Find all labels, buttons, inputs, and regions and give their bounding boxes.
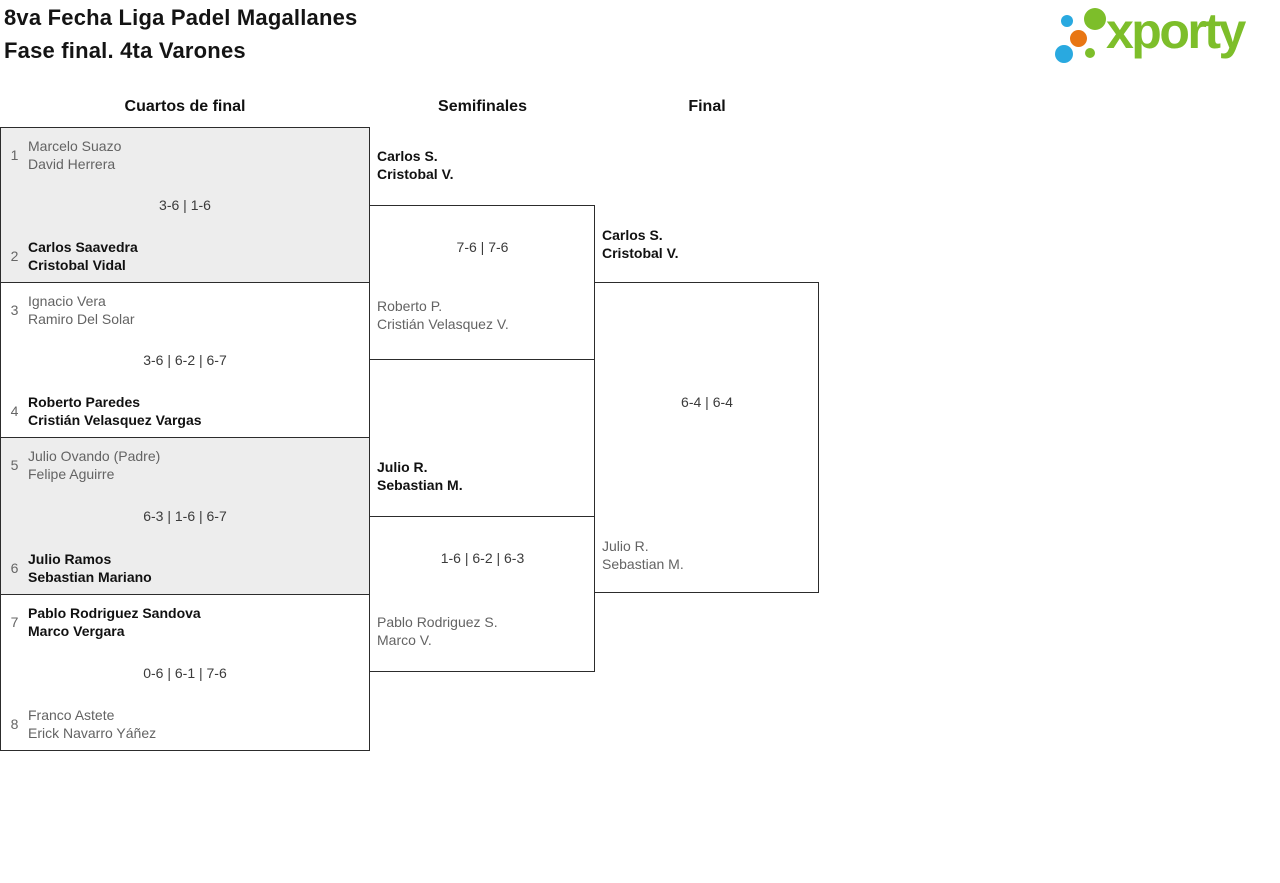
- match-slot: 4 Roberto Paredes Cristián Velasquez Var…: [1, 393, 369, 429]
- logo-dot-green-large-icon: [1084, 8, 1106, 30]
- player-name: Ramiro Del Solar: [28, 311, 135, 327]
- match-slot: 3 Ignacio Vera Ramiro Del Solar: [1, 292, 369, 328]
- semifinal-2-score: 1-6 | 6-2 | 6-3: [440, 550, 525, 566]
- player-name: Cristobal V.: [377, 166, 454, 182]
- team-names: Marcelo Suazo David Herrera: [28, 137, 121, 173]
- seed-number: 1: [10, 147, 19, 163]
- player-name: Ignacio Vera: [28, 293, 106, 309]
- player-name: Julio R.: [602, 538, 649, 554]
- logo-dot-blue-small-icon: [1061, 15, 1073, 27]
- match-slot: 1 Marcelo Suazo David Herrera: [1, 137, 369, 173]
- player-name: Marcelo Suazo: [28, 138, 122, 154]
- player-name: Franco Astete: [28, 707, 115, 723]
- player-name: Felipe Aguirre: [28, 466, 115, 482]
- logo-dot-green-small-icon: [1085, 48, 1095, 58]
- player-name: Carlos S.: [377, 148, 438, 164]
- round-header-quarterfinals: Cuartos de final: [124, 98, 246, 115]
- player-name: Cristián Velasquez V.: [377, 316, 509, 332]
- player-name: Cristobal V.: [602, 245, 679, 261]
- player-name: Marco V.: [377, 632, 432, 648]
- player-name: Julio Ovando (Padre): [28, 448, 161, 464]
- match-score: 0-6 | 6-1 | 7-6: [143, 664, 227, 681]
- player-name: Cristobal Vidal: [28, 257, 126, 273]
- seed-number: 3: [10, 302, 19, 318]
- semifinal-2-team-bottom: Pablo Rodriguez S. Marco V.: [377, 613, 498, 649]
- seed-number: 7: [10, 614, 19, 630]
- semifinal-match-1-box: [369, 205, 595, 360]
- xporty-logo[interactable]: xporty: [1050, 0, 1280, 70]
- team-names: Carlos Saavedra Cristobal Vidal: [28, 238, 138, 274]
- logo-dot-orange-icon: [1070, 30, 1087, 47]
- team-names: Franco Astete Erick Navarro Yáñez: [28, 706, 156, 742]
- quarterfinal-match-1: 1 Marcelo Suazo David Herrera 3-6 | 1-6 …: [0, 127, 370, 283]
- match-score: 6-3 | 1-6 | 6-7: [143, 508, 227, 524]
- match-slot: 6 Julio Ramos Sebastian Mariano: [1, 550, 369, 586]
- player-name: Sebastian Mariano: [28, 569, 152, 585]
- match-slot: 2 Carlos Saavedra Cristobal Vidal: [1, 238, 369, 274]
- page-subtitle: Fase final. 4ta Varones: [4, 38, 246, 63]
- final-team-top: Carlos S. Cristobal V.: [602, 226, 679, 262]
- player-name: Julio Ramos: [28, 551, 112, 567]
- semifinal-2-team-top: Julio R. Sebastian M.: [377, 458, 463, 494]
- quarterfinal-match-2: 3 Ignacio Vera Ramiro Del Solar 3-6 | 6-…: [0, 282, 370, 438]
- team-names: Roberto Paredes Cristián Velasquez Varga…: [28, 393, 202, 429]
- player-name: Pablo Rodriguez Sandova: [28, 605, 201, 621]
- team-names: Julio Ramos Sebastian Mariano: [28, 550, 152, 586]
- player-name: Carlos S.: [602, 227, 663, 243]
- semifinal-1-team-bottom: Roberto P. Cristián Velasquez V.: [377, 297, 509, 333]
- match-score: 3-6 | 1-6: [159, 197, 211, 213]
- player-name: Erick Navarro Yáñez: [28, 725, 157, 741]
- match-slot: 7 Pablo Rodriguez Sandova Marco Vergara: [1, 604, 369, 640]
- team-names: Ignacio Vera Ramiro Del Solar: [28, 292, 135, 328]
- page-title: 8va Fecha Liga Padel Magallanes: [4, 5, 358, 30]
- final-score: 6-4 | 6-4: [681, 394, 733, 410]
- match-slot: 5 Julio Ovando (Padre) Felipe Aguirre: [1, 447, 369, 483]
- team-names: Pablo Rodriguez Sandova Marco Vergara: [28, 604, 201, 640]
- logo-wordmark: xporty: [1106, 3, 1246, 59]
- seed-number: 6: [10, 560, 19, 576]
- player-name: Sebastian M.: [377, 477, 463, 493]
- seed-number: 5: [10, 457, 19, 473]
- round-header-final: Final: [688, 98, 726, 115]
- round-header-semifinals: Semifinales: [438, 98, 527, 115]
- final-match-box: [594, 282, 819, 593]
- seed-number: 8: [10, 716, 19, 732]
- semifinal-match-2-box: [369, 516, 595, 672]
- player-name: David Herrera: [28, 156, 116, 172]
- team-names: Julio Ovando (Padre) Felipe Aguirre: [28, 447, 160, 483]
- match-score: 3-6 | 6-2 | 6-7: [143, 352, 227, 368]
- player-name: Roberto P.: [377, 298, 443, 314]
- player-name: Julio R.: [377, 459, 428, 475]
- quarterfinal-match-3: 5 Julio Ovando (Padre) Felipe Aguirre 6-…: [0, 437, 370, 595]
- player-name: Cristián Velasquez Vargas: [28, 412, 202, 428]
- seed-number: 4: [10, 403, 19, 419]
- match-slot: 8 Franco Astete Erick Navarro Yáñez: [1, 706, 369, 742]
- player-name: Carlos Saavedra: [28, 239, 138, 255]
- semifinal-1-team-top: Carlos S. Cristobal V.: [377, 147, 454, 183]
- seed-number: 2: [10, 248, 19, 264]
- player-name: Roberto Paredes: [28, 394, 141, 410]
- player-name: Sebastian M.: [602, 556, 684, 572]
- player-name: Pablo Rodriguez S.: [377, 614, 498, 630]
- player-name: Marco Vergara: [28, 623, 125, 639]
- logo-dot-blue-large-icon: [1055, 45, 1073, 63]
- semifinal-1-score: 7-6 | 7-6: [456, 239, 509, 255]
- quarterfinal-match-4: 7 Pablo Rodriguez Sandova Marco Vergara …: [0, 594, 370, 751]
- final-team-bottom: Julio R. Sebastian M.: [602, 537, 684, 573]
